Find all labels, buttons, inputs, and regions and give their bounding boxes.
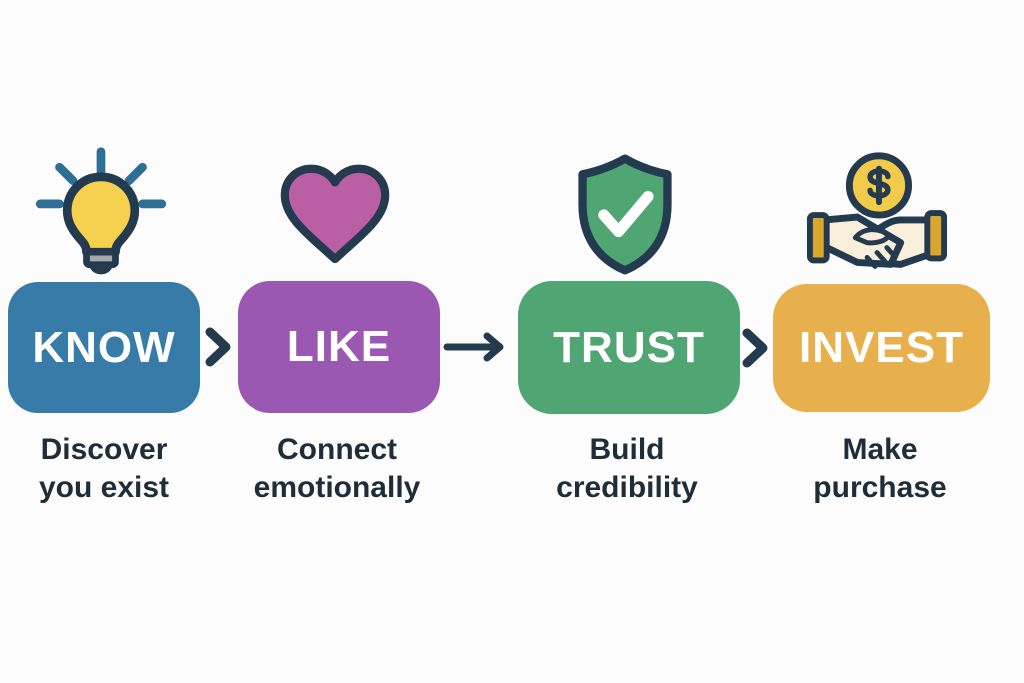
stage-label-trust: TRUST	[553, 322, 705, 372]
stage-box-trust: TRUST	[518, 281, 740, 414]
stage-subtitle-invest: Make purchase	[813, 433, 947, 504]
chevron-right-icon	[740, 326, 770, 370]
stage-subtitle-like: Connect emotionally	[253, 433, 421, 504]
stage-label-like: LIKE	[286, 322, 392, 371]
lightbulb-icon	[33, 145, 169, 285]
stage-subtitle-trust: Build credibility	[556, 433, 698, 504]
stage-box-like: LIKE	[238, 281, 440, 413]
arrow-right-icon	[442, 328, 508, 366]
heart-icon	[271, 156, 399, 270]
stage-box-know: KNOW	[8, 282, 200, 413]
stage-box-invest: INVEST	[773, 284, 990, 412]
chevron-right-icon	[203, 325, 233, 369]
handshake-dollar-icon	[798, 144, 956, 292]
shield-check-icon	[565, 152, 685, 277]
stage-label-know: KNOW	[32, 322, 176, 372]
stage-subtitle-know: Discover you exist	[38, 433, 170, 504]
stage-label-invest: INVEST	[799, 323, 964, 372]
